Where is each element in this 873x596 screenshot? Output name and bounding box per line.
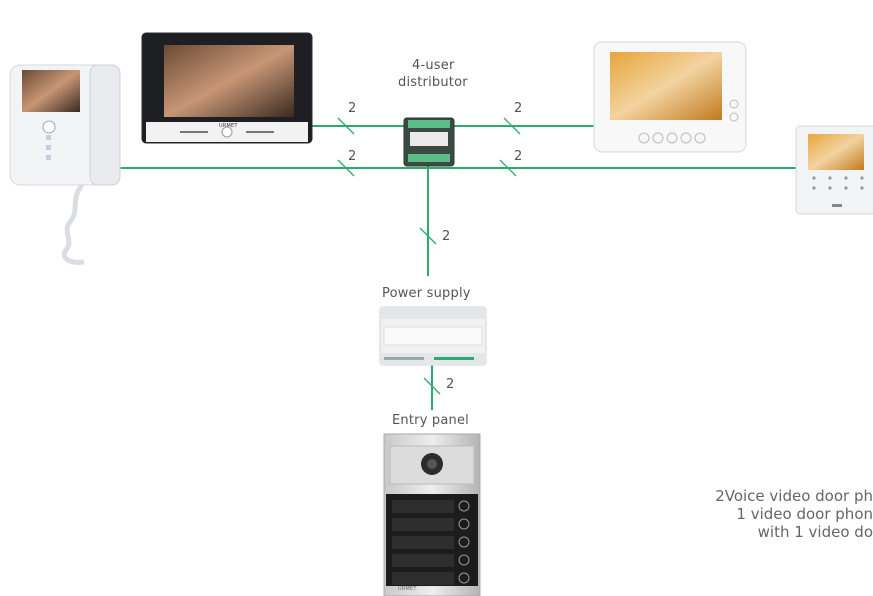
tick-handset-left — [337, 159, 355, 177]
wire-count-monitor-right-small: 2 — [514, 149, 523, 164]
handset-video-monitor — [9, 64, 121, 265]
entry-panel-unit — [383, 433, 481, 596]
tick-monitor-right-top — [503, 117, 521, 135]
wire-count-monitor-right-top: 2 — [514, 101, 523, 116]
wire-count-power-panel: 2 — [446, 377, 455, 392]
entry-panel-label: Entry panel — [392, 413, 469, 428]
entry-panel-brand: URMET — [398, 586, 417, 592]
power-supply-unit — [379, 306, 487, 366]
handset-screen — [22, 70, 80, 112]
caption-line3: with 1 video do — [757, 523, 873, 541]
power-supply-label: Power supply — [382, 286, 471, 301]
wire-count-handset-left: 2 — [348, 149, 357, 164]
wire-ticks — [337, 117, 521, 395]
wire-count-monitor-left-top: 2 — [348, 101, 357, 116]
wire-count-distributor-power: 2 — [442, 229, 451, 244]
tick-monitor-left-top — [337, 117, 355, 135]
four-user-distributor — [403, 117, 455, 167]
right-monitor-screen — [610, 52, 722, 120]
compact-video-monitor — [795, 125, 873, 215]
distributor-label-line1: 4-user — [412, 58, 455, 73]
wiring — [118, 125, 796, 410]
touch-monitor-screen — [164, 45, 294, 117]
video-door-monitor-right — [593, 41, 747, 153]
tick-monitor-right-small — [499, 159, 517, 177]
caption-line2: 1 video door phon — [736, 505, 873, 523]
caption-line1: 2Voice video door ph — [715, 487, 873, 505]
distributor-label-line2: distributor — [398, 75, 468, 90]
tick-power-panel — [423, 377, 441, 395]
tick-distributor-power — [419, 227, 437, 245]
handset-cord — [61, 183, 85, 265]
touch-monitor-brand: URMET — [219, 123, 238, 129]
touch-video-monitor — [141, 32, 313, 144]
compact-monitor-screen — [808, 134, 864, 170]
